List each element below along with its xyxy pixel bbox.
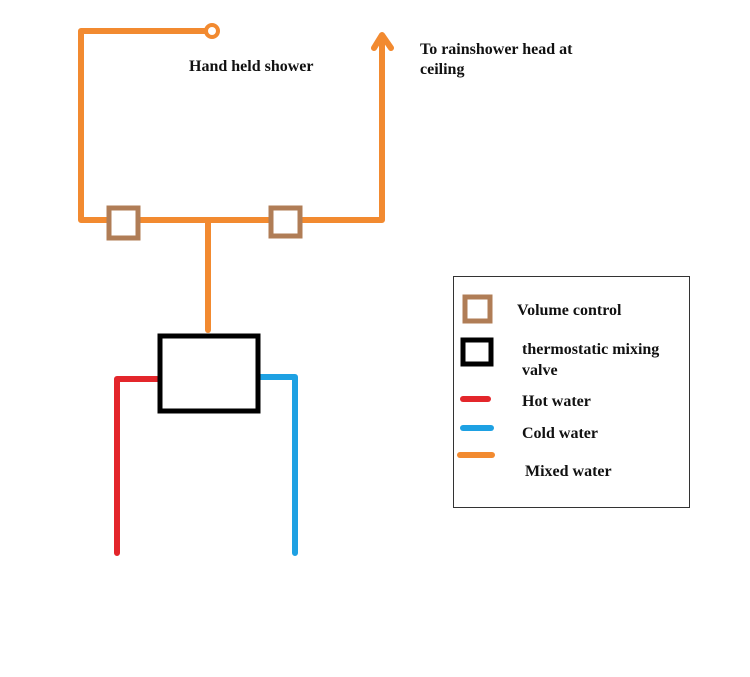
legend: Volume control thermostatic mixing valve… (453, 276, 690, 508)
rainshower-pipe (299, 33, 385, 223)
legend-volume-control-icon (462, 294, 493, 324)
legend-hot-water-label: Hot water (522, 393, 591, 410)
hand-shower-pipe (78, 28, 208, 223)
thermostatic-mixing-valve (157, 333, 261, 414)
legend-mixed-water-label: Mixed water (525, 463, 612, 480)
hot-water-pipe (114, 376, 160, 556)
volume-control-right (268, 205, 303, 239)
volume-control-left (106, 205, 141, 241)
hand-held-shower-label: Hand held shower (189, 58, 314, 75)
legend-volume-control-label: Volume control (517, 302, 622, 319)
legend-cold-water-label: Cold water (522, 425, 598, 442)
legend-valve-label-line2: valve (522, 362, 558, 379)
legend-symbols (457, 294, 495, 458)
rainshower-label-line1: To rainshower head at (420, 41, 573, 58)
rainshower-label-line2: ceiling (420, 61, 465, 78)
legend-valve-label-line1: thermostatic mixing (522, 341, 660, 358)
rainshower-label: To rainshower head at ceiling (420, 40, 572, 80)
cold-water-pipe (257, 374, 298, 556)
mixed-water-pipes (78, 28, 394, 333)
legend-valve-icon (460, 337, 494, 367)
hand-shower-outlet-icon (204, 23, 220, 39)
rainshower-arrowhead (371, 32, 394, 51)
